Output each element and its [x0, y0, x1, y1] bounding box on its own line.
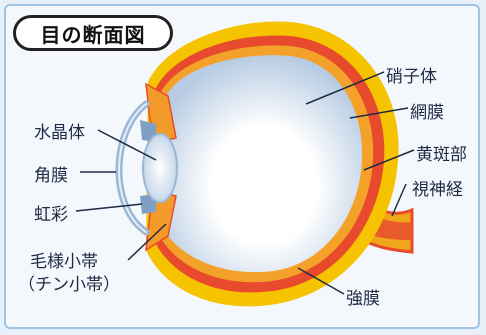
- label-vitreous: 硝子体: [386, 62, 437, 87]
- leader-iris: [76, 204, 142, 211]
- label-iris: 虹彩: [34, 200, 68, 225]
- label-cornea: 角膜: [34, 161, 68, 186]
- label-zonule: 毛様小帯: [30, 247, 98, 272]
- lens-shape: [143, 134, 177, 202]
- label-zonule-alt: （チン小帯）: [18, 270, 120, 295]
- label-lens: 水晶体: [34, 118, 85, 143]
- label-sclera: 強膜: [346, 284, 380, 309]
- label-retina: 網膜: [410, 98, 444, 123]
- label-macula: 黄斑部: [416, 140, 467, 165]
- label-optic-nerve: 視神経: [412, 175, 463, 200]
